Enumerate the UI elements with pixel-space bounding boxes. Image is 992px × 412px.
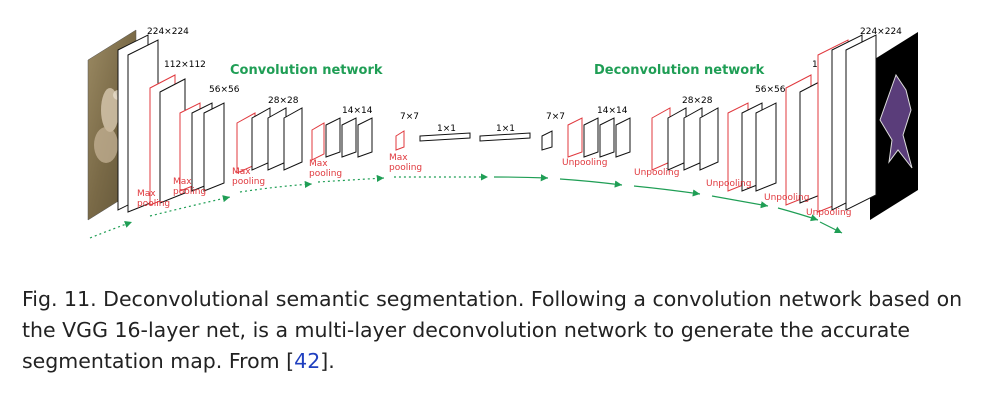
segmentation-output [870,32,918,220]
size-label-1b: 1×1 [496,124,515,134]
conv2-block-b [159,78,186,204]
unpool3-label: Unpooling [706,179,751,189]
size-label-224: 224×224 [147,27,189,37]
unpool5-label: Unpooling [806,208,851,218]
caption-end: ]. [320,349,335,373]
deconv-flow-arrow-6 [819,221,843,234]
pool2-label-l2: pooling [173,187,206,197]
deconv2-block-b [583,117,599,158]
conv5-block-d [357,117,373,158]
conv5-block-a [311,122,325,161]
conv-flow-arrow-3 [239,180,313,193]
conv4-block-b [251,107,271,171]
pool1-label-l1: Max [137,189,156,199]
size-label-56b: 56×56 [755,85,786,95]
pool5-label-l1: Max [389,153,408,163]
conv-network-title: Convolution network [230,63,383,78]
pooling-labels: Max pooling Max pooling Max pooling Max … [137,153,422,209]
pool1-label-l2: pooling [137,199,170,209]
deconv-flow-arrow-1 [493,174,549,182]
pool5-label-l2: pooling [389,163,422,173]
fc1-block [419,132,471,142]
size-label-14: 14×14 [342,106,373,116]
pool3-label-l1: Max [232,167,251,177]
pool2-label-l1: Max [173,177,192,187]
deconvnet-diagram: Convolution network Deconvolution networ… [87,27,918,239]
size-label-7: 7×7 [400,112,419,122]
conv-blocks [117,34,531,213]
conv5-block-b [325,117,341,158]
unpooling-labels: Unpooling Unpooling Unpooling Unpooling … [562,158,851,218]
deconv1-block [541,130,553,151]
deconv3-block-a [651,107,671,171]
size-label-224b: 224×224 [860,27,902,37]
pool3-label-l2: pooling [232,177,265,187]
deconv-flow-arrow-2 [559,178,623,188]
conv-flow-arrow-1 [89,221,133,239]
deconv6-block-c [845,34,877,211]
conv-flow-arrow-2 [149,195,231,217]
unpool4-label: Unpooling [764,193,809,203]
size-label-7b: 7×7 [546,112,565,122]
conv5-block-c [341,117,357,158]
deconv-flow-arrow-4 [711,195,769,209]
pool4-label-l2: pooling [309,169,342,179]
conv4-block-c [267,107,287,171]
deconv-flow-arrow-3 [633,185,701,197]
conv3-block-c [203,102,225,192]
unpool1-label: Unpooling [562,158,607,168]
size-label-112: 112×112 [164,60,206,70]
conv6-block [395,130,405,151]
deconv3-block-d [699,107,719,171]
citation-link[interactable]: 42 [294,349,321,373]
deconv3-block-c [683,107,703,171]
deconv-network-title: Deconvolution network [594,63,765,78]
size-label-28b: 28×28 [682,96,713,106]
pool4-label-l1: Max [309,159,328,169]
deconv2-block-a [567,117,583,158]
conv4-block-d [283,107,303,171]
deconv2-block-d [615,117,631,158]
size-label-14b: 14×14 [597,106,628,116]
deconv2-block-c [599,117,615,158]
deconv4-block-c [755,102,777,192]
deconv-flow-arrow-5 [777,207,819,222]
figure-caption: Fig. 11. Deconvolutional semantic segmen… [22,284,977,377]
caption-text: Fig. 11. Deconvolutional semantic segmen… [22,287,963,373]
conv-flow-arrow-4 [317,174,385,183]
unpool2-label: Unpooling [634,168,679,178]
size-label-56: 56×56 [209,85,240,95]
deconv-blocks [541,34,877,213]
deconv3-block-b [667,107,687,171]
size-label-28: 28×28 [268,96,299,106]
flow-arrows [89,173,843,239]
size-label-1a: 1×1 [437,124,456,134]
fc2-block [479,132,531,142]
